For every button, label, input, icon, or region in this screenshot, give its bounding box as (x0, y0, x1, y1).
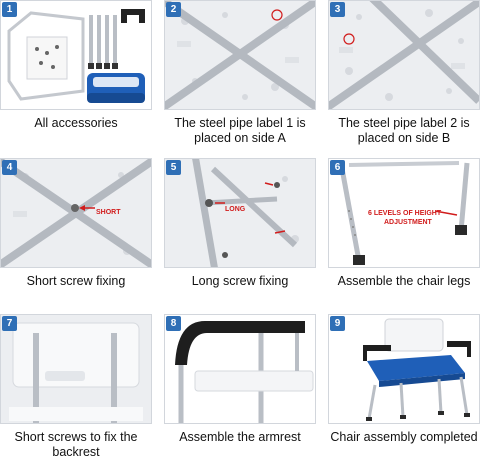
step-6-badge: 6 (330, 160, 345, 175)
step-7-photo (0, 314, 152, 424)
armrest-illustration (165, 315, 315, 423)
step-1: 1 All accessories (0, 0, 152, 152)
step-3-photo (328, 0, 480, 110)
step-2-badge: 2 (166, 2, 181, 17)
long-callout: LONG (225, 206, 246, 213)
short-callout: SHORT (96, 209, 121, 216)
step-5-badge: 5 (166, 160, 181, 175)
step-6: 6 LEVELS OF HEIGHT ADJUSTMENT 6 Assemble… (328, 158, 480, 310)
step-8-photo (164, 314, 316, 424)
height-callout-line1: 6 LEVELS OF HEIGHT (368, 210, 442, 217)
step-4-caption: Short screw fixing (26, 274, 126, 288)
step-1-badge: 1 (2, 2, 17, 17)
backrest-illustration (1, 315, 151, 423)
step-6-photo (328, 158, 480, 268)
accessories-illustration (1, 1, 151, 109)
step-5: LONG 5 Long screw fixing (164, 158, 316, 310)
step-1-caption: All accessories (34, 116, 118, 130)
step-8-badge: 8 (166, 316, 181, 331)
long-screw-illustration (165, 159, 315, 267)
pipe-label-2-illustration (329, 1, 479, 109)
height-callout-line2: ADJUSTMENT (384, 219, 432, 226)
step-7: 7 Short screws to fix the backrest (0, 314, 152, 466)
step-2: 2 The steel pipe label 1 is placed on si… (164, 0, 316, 152)
step-8: 8 Assemble the armrest (164, 314, 316, 466)
step-1-photo (0, 0, 152, 110)
step-4: SHORT 4 Short screw fixing (0, 158, 152, 310)
step-6-caption: Assemble the chair legs (337, 274, 471, 288)
step-9: 9 Chair assembly completed (328, 314, 480, 466)
step-3: 3 The steel pipe label 2 is placed on si… (328, 0, 480, 152)
step-9-caption: Chair assembly completed (330, 430, 478, 444)
step-4-photo (0, 158, 152, 268)
short-screw-illustration (1, 159, 151, 267)
step-8-caption: Assemble the armrest (179, 430, 301, 444)
pipe-label-1-illustration (165, 1, 315, 109)
step-2-caption: The steel pipe label 1 is placed on side… (174, 116, 306, 145)
step-5-photo (164, 158, 316, 268)
completed-chair-illustration (329, 315, 479, 423)
step-9-photo (328, 314, 480, 424)
step-5-caption: Long screw fixing (191, 274, 289, 288)
step-4-badge: 4 (2, 160, 17, 175)
step-3-badge: 3 (330, 2, 345, 17)
chair-legs-illustration (329, 159, 479, 267)
step-7-caption: Short screws to fix the backrest (14, 430, 138, 459)
step-2-photo (164, 0, 316, 110)
step-9-badge: 9 (330, 316, 345, 331)
step-3-caption: The steel pipe label 2 is placed on side… (338, 116, 470, 145)
step-7-badge: 7 (2, 316, 17, 331)
